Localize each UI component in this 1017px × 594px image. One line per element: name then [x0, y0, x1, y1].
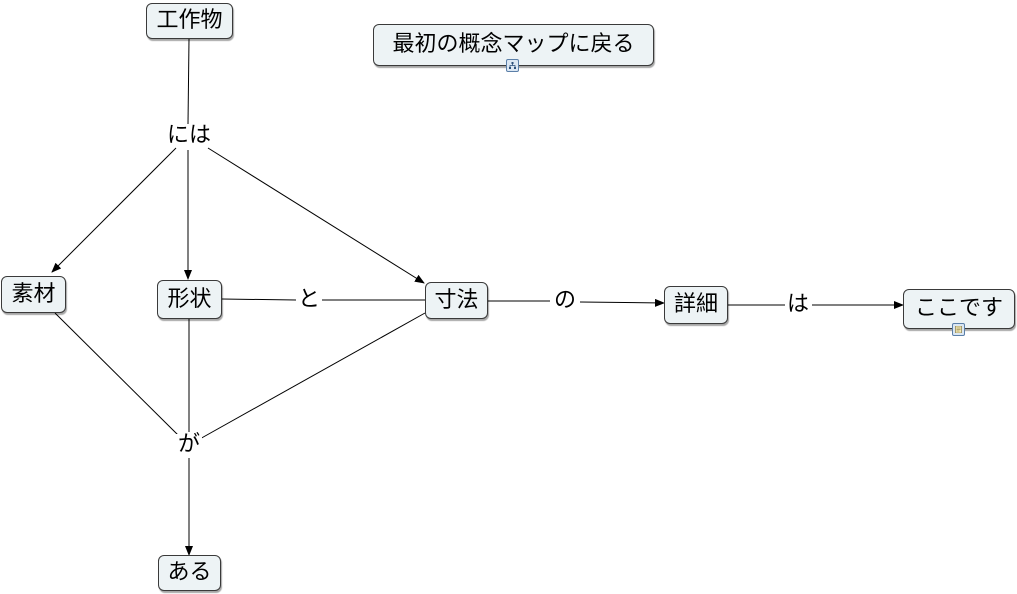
concept-keijou[interactable]: 形状 [157, 280, 222, 319]
concept-label: ここです [914, 296, 1003, 321]
concept-label: 詳細 [673, 292, 718, 317]
concept-label: 工作物 [156, 8, 223, 33]
document-glyph-icon [955, 326, 962, 333]
line-sunpou-ga [197, 312, 426, 441]
line-kousakubutsu-niwa [187, 38, 190, 125]
concept-label: 最初の概念マップに戻る [392, 32, 635, 57]
concept-aru[interactable]: ある [158, 555, 221, 591]
concept-koko[interactable]: ここです [903, 289, 1015, 329]
concept-sunpou[interactable]: 寸法 [425, 282, 488, 319]
concept-map-link-icon[interactable] [506, 59, 519, 72]
linking-phrase-no[interactable]: の [551, 288, 579, 313]
line-keijou-to [221, 298, 297, 301]
concept-label: 寸法 [434, 287, 479, 313]
arrow-niwa-sunpou [207, 147, 425, 284]
linking-phrase-to[interactable]: と [295, 287, 323, 312]
arrow-niwa-sozai [51, 147, 177, 273]
line-sozai-ga [54, 312, 179, 436]
concept-sozai[interactable]: 素材 [1, 276, 66, 313]
concept-shousai[interactable]: 詳細 [664, 286, 728, 324]
document-link-icon[interactable] [952, 323, 965, 336]
concept-label: 形状 [167, 286, 212, 312]
concept-label: 素材 [11, 281, 56, 307]
linking-phrase-wa[interactable]: は [784, 292, 812, 317]
concept-label: ある [167, 560, 212, 585]
linking-phrase-ga[interactable]: が [175, 432, 203, 457]
linking-phrase-niwa[interactable]: には [164, 123, 214, 148]
concept-kousakubutsu[interactable]: 工作物 [146, 3, 233, 39]
sitemap-glyph-icon [509, 62, 516, 69]
arrow-no-shousai [579, 298, 665, 307]
